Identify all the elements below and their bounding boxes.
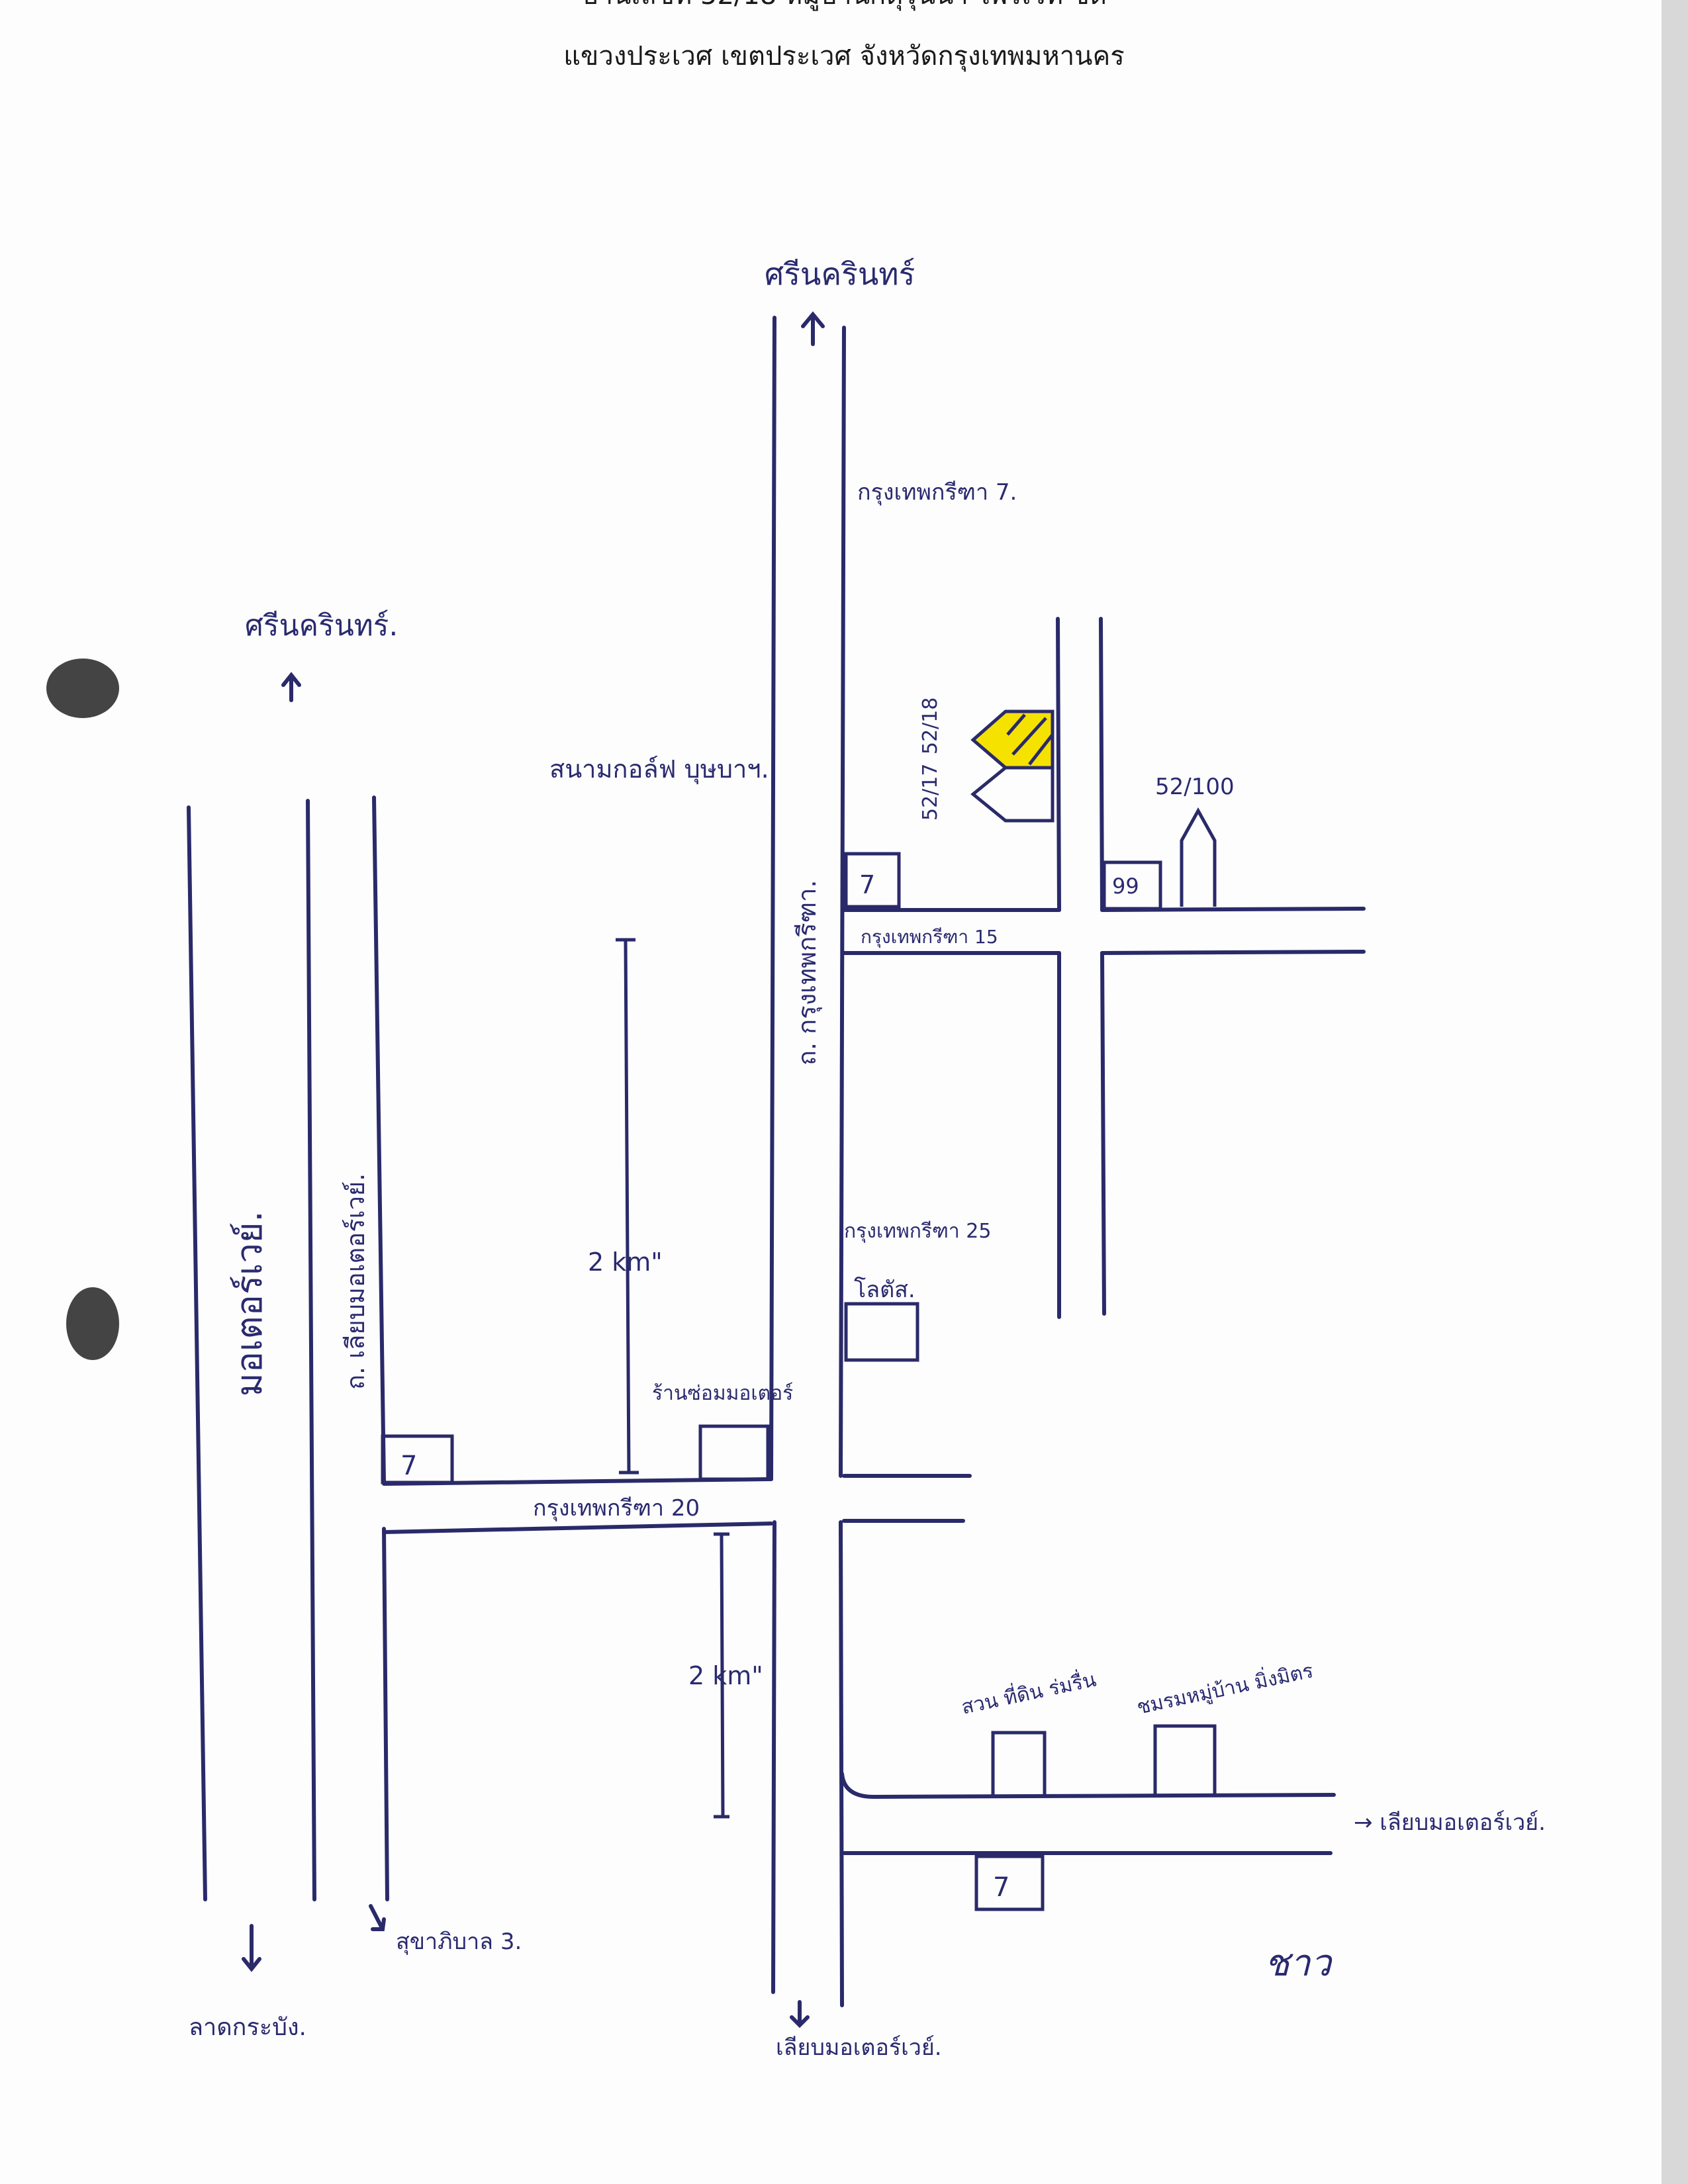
label-seven-eleven-3: 7 [993, 1872, 1009, 1903]
seven-eleven-box-3 [974, 1854, 1045, 1911]
krungthep-kritha-west-south [771, 1520, 776, 1994]
liap-motorway-line-south [382, 1527, 389, 1901]
label-restaurant: ร้านซ่อมมอเตอร์ [652, 1382, 793, 1405]
house-52-100 [1180, 807, 1217, 907]
label-srinakarin-top: ศรีนครินทร์ [765, 256, 915, 292]
soi-15-east-south [1100, 950, 1366, 955]
label-lotus: โลตัส. [854, 1277, 915, 1303]
label-sukapiban: สุขาภิบาล 3. [396, 1929, 522, 1955]
seven-eleven-box-2 [381, 1434, 454, 1484]
label-house-52-18: 52/18 [919, 698, 942, 754]
krungthep-kritha-east-south [839, 1520, 844, 2007]
label-soi-20: กรุงเทพกรีฑา 20 [533, 1495, 700, 1522]
label-distance-1: 2 km" [588, 1248, 663, 1277]
hatch-1 [1011, 717, 1047, 756]
label-house-52-100: 52/100 [1155, 774, 1235, 800]
label-lat-krabang: ลาดกระบัง. [189, 2014, 306, 2041]
header-address: บ้านเลขที่ 52/18 หมู่บ้านกิตุรุนนา ไพรเว… [0, 0, 1688, 16]
motorway-line-2 [306, 799, 316, 1901]
liap-motorway-line [372, 796, 386, 1484]
side-street-west-north [1056, 617, 1061, 912]
krungthep-kritha-west [769, 316, 776, 1481]
label-store-99: 99 [1112, 874, 1139, 899]
liap-road-north [840, 1772, 1336, 1799]
label-main-road: ถ. กรุงเทพกรีฑา. [792, 880, 822, 1066]
lotus-box [844, 1302, 919, 1362]
soi-20-south [382, 1522, 773, 1534]
arrow-south-main [790, 2000, 810, 2028]
village-building [1153, 1724, 1217, 1795]
signature: ชาว [1264, 1942, 1333, 1985]
arrow-north-left [281, 672, 301, 702]
arrow-north-main [801, 311, 825, 346]
label-seven-eleven-2: 7 [400, 1451, 417, 1481]
label-seven-eleven-1: 7 [859, 870, 875, 899]
restaurant-box [698, 1424, 770, 1481]
label-srinakarin-left: ศรีนครินทร์. [245, 609, 398, 643]
header-district: แขวงประเวศ เขตประเวศ จังหวัดกรุงเทพมหานค… [563, 41, 1125, 71]
label-liap-right: → เลียบมอเตอร์เวย์. [1354, 1809, 1546, 1836]
paper-edge [1662, 0, 1688, 2184]
house-52-17 [970, 766, 1055, 823]
motorway-line-1 [187, 805, 207, 1901]
label-soi-15: กรุงเทพกรีฑา 15 [861, 926, 998, 948]
punch-hole-bottom [66, 1287, 119, 1360]
seven-eleven-box-1 [844, 852, 901, 909]
distance-marker-2 [720, 1533, 725, 1817]
arrow-sukapiban [369, 1904, 386, 1931]
side-street-east-north [1099, 617, 1104, 912]
krungthep-kritha-east [839, 326, 846, 1478]
label-soi-25: กรุงเทพกรีฑา 25 [844, 1220, 991, 1244]
label-land: สวน ที่ดิน ร่มรื่น [959, 1666, 1099, 1719]
label-house-52-17: 52/17 [919, 764, 942, 821]
hatch-2 [1028, 733, 1054, 766]
distance-marker-1 [624, 939, 631, 1473]
label-distance-2: 2 km" [688, 1661, 763, 1690]
label-village: ชมรมหมู่บ้าน มิ่งมิตร [1135, 1657, 1315, 1719]
land-building [991, 1731, 1047, 1795]
side-street-east-south [1100, 951, 1106, 1316]
punch-hole-top [46, 659, 119, 718]
store-99-box [1102, 860, 1162, 911]
hatch-3 [1006, 713, 1026, 736]
highlight-target-house [973, 711, 1053, 768]
label-soi-7: กรุงเทพกรีฑา 7. [857, 479, 1017, 506]
label-liap-bottom: เลียบมอเตอร์เวย์. [776, 2034, 942, 2061]
label-liap-motorway: ถ. เลียบมอเตอร์เวย์. [341, 1173, 370, 1390]
label-golf-course: สนามกอล์ฟ บุษบาฯ. [549, 754, 769, 784]
arrow-south-left [242, 1924, 261, 1972]
label-motorway: มอเตอร์เวย์. [228, 1210, 270, 1396]
